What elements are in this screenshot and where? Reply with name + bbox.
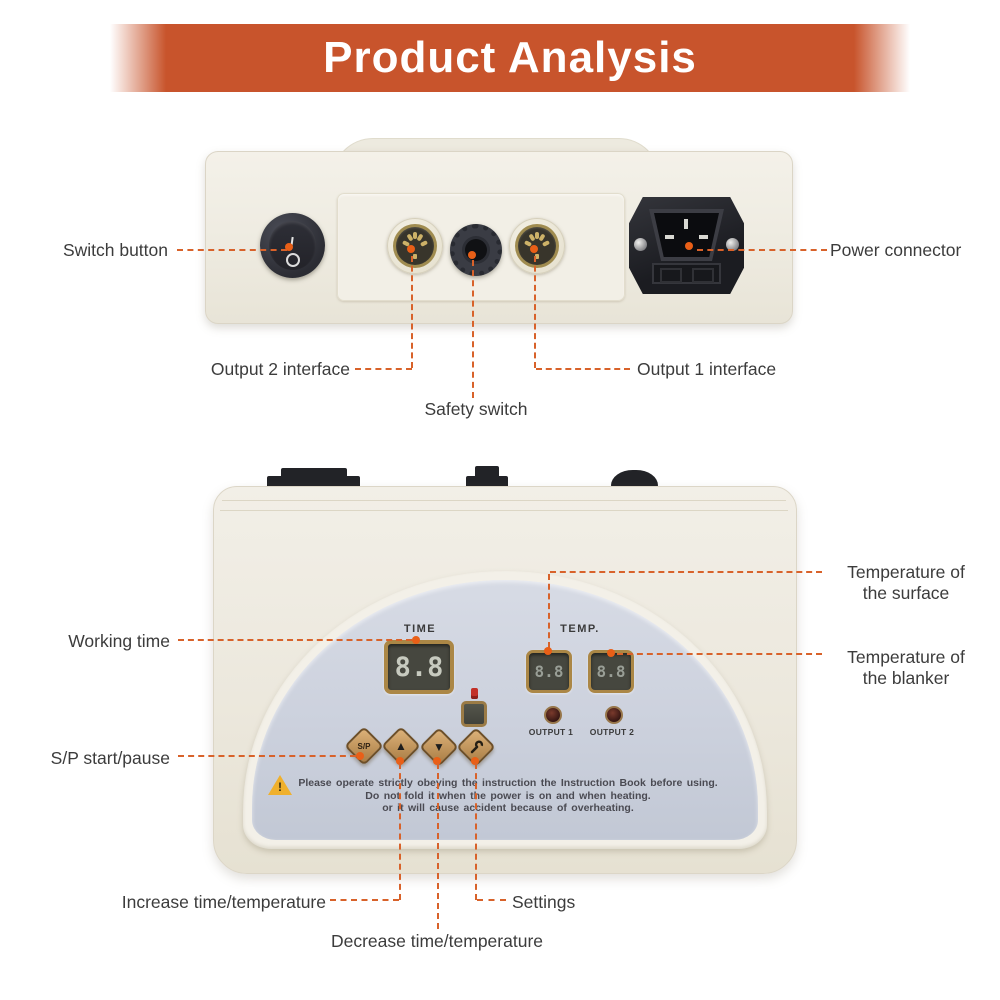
- callout-temp-surface-line2: the surface: [862, 583, 950, 603]
- din-pin: [419, 240, 429, 247]
- callout-temp-blanker-line1: Temperature of: [847, 647, 965, 667]
- din-pin: [416, 233, 424, 242]
- callout-temp-surface-line1: Temperature of: [847, 562, 965, 582]
- time-display-digits: 8.8: [394, 651, 444, 683]
- screw-icon: [634, 238, 647, 251]
- socket-prong: [699, 235, 708, 239]
- leader-line: [399, 763, 401, 900]
- callout-temp-blanker-line2: the blanker: [862, 668, 950, 688]
- temp-display-1: 8.8: [526, 650, 572, 693]
- output2-din-connector: [387, 218, 443, 274]
- status-led: [471, 688, 478, 699]
- leader-line: [550, 571, 822, 573]
- leader-line: [477, 899, 506, 901]
- callout-settings: Settings: [512, 892, 576, 912]
- din-socket: [396, 227, 434, 265]
- callout-temp-blanker: Temperature of the blanker: [820, 647, 992, 689]
- reset-square-button: [461, 701, 487, 727]
- output1-indicator: [544, 706, 562, 724]
- screw-icon: [726, 238, 739, 251]
- body-ridge-line: [222, 500, 786, 501]
- leader-dot: [407, 245, 415, 253]
- warning-line-2: Do not fold it when the power is on and …: [365, 789, 651, 802]
- banner: Product Analysis: [110, 24, 910, 92]
- body-ridge-line: [220, 510, 788, 511]
- leader-line: [697, 249, 827, 251]
- top-port-wide: [281, 468, 347, 478]
- callout-decrease: Decrease time/temperature: [330, 931, 544, 951]
- din-pin: [538, 233, 546, 242]
- leader-line: [437, 763, 439, 929]
- din-notch: [535, 254, 539, 259]
- din-pin: [541, 240, 551, 247]
- top-port-dome: [611, 470, 658, 489]
- din-pin: [535, 232, 539, 239]
- socket-prong: [665, 235, 674, 239]
- warning-line-1: Please operate strictly obeying the inst…: [298, 777, 718, 789]
- din-notch: [413, 254, 417, 259]
- time-caption: TIME: [403, 623, 437, 635]
- safety-switch-knob: [450, 224, 502, 276]
- callout-power-connector: Power connector: [830, 240, 962, 260]
- leader-line: [178, 755, 356, 757]
- leader-line: [617, 653, 822, 655]
- fuse-drawer: [652, 263, 721, 284]
- leader-dot: [356, 752, 364, 760]
- leader-dot: [685, 242, 693, 250]
- output1-caption: OUTPUT 1: [528, 727, 574, 737]
- leader-line: [330, 899, 399, 901]
- leader-dot: [433, 757, 441, 765]
- callout-output1-interface: Output 1 interface: [637, 359, 777, 379]
- output2-indicator: [605, 706, 623, 724]
- callout-output2-interface: Output 2 interface: [210, 359, 350, 379]
- warning-line-3: or it will cause accident because of ove…: [382, 802, 634, 814]
- output2-caption: OUTPUT 2: [589, 727, 635, 737]
- time-display: 8.8: [384, 640, 454, 694]
- callout-working-time: Working time: [68, 631, 170, 651]
- callout-switch-button: Switch button: [62, 240, 168, 260]
- temp-caption: TEMP.: [560, 623, 600, 635]
- temp2-digits: 8.8: [596, 662, 626, 681]
- leader-dot: [530, 245, 538, 253]
- leader-dot: [468, 251, 476, 259]
- callout-increase: Increase time/temperature: [121, 892, 326, 912]
- top-port-wide-base: [267, 476, 360, 489]
- up-arrow-icon: ▲: [395, 739, 407, 753]
- leader-line: [534, 256, 536, 368]
- output1-din-connector: [509, 218, 565, 274]
- leader-dot: [471, 757, 479, 765]
- top-port-small: [475, 466, 499, 478]
- leader-line: [475, 763, 477, 900]
- leader-line: [548, 574, 550, 648]
- socket-prong: [684, 219, 688, 229]
- din-pin: [413, 232, 417, 239]
- leader-line: [177, 249, 287, 251]
- wrench-icon: [464, 735, 488, 759]
- leader-dot: [396, 757, 404, 765]
- leader-line: [178, 639, 412, 641]
- leader-line: [472, 260, 474, 398]
- leader-dot: [607, 649, 615, 657]
- temp1-digits: 8.8: [534, 662, 564, 681]
- page-title: Product Analysis: [323, 33, 697, 82]
- leader-line: [355, 368, 412, 370]
- leader-dot: [412, 636, 420, 644]
- callout-temp-surface: Temperature of the surface: [820, 562, 992, 604]
- leader-line: [411, 256, 413, 368]
- leader-dot: [285, 243, 293, 251]
- callout-safety-switch: Safety switch: [424, 399, 528, 419]
- warning-text: Please operate strictly obeying the inst…: [294, 777, 722, 815]
- leader-dot: [544, 647, 552, 655]
- settings-button: [456, 727, 496, 767]
- leader-line: [536, 368, 630, 370]
- top-port-small-base: [466, 476, 508, 489]
- callout-sp-start-pause: S/P start/pause: [50, 748, 170, 768]
- down-arrow-icon: ▼: [433, 740, 445, 754]
- sp-button-label: S/P: [357, 741, 371, 751]
- switch-off-mark: [286, 253, 300, 267]
